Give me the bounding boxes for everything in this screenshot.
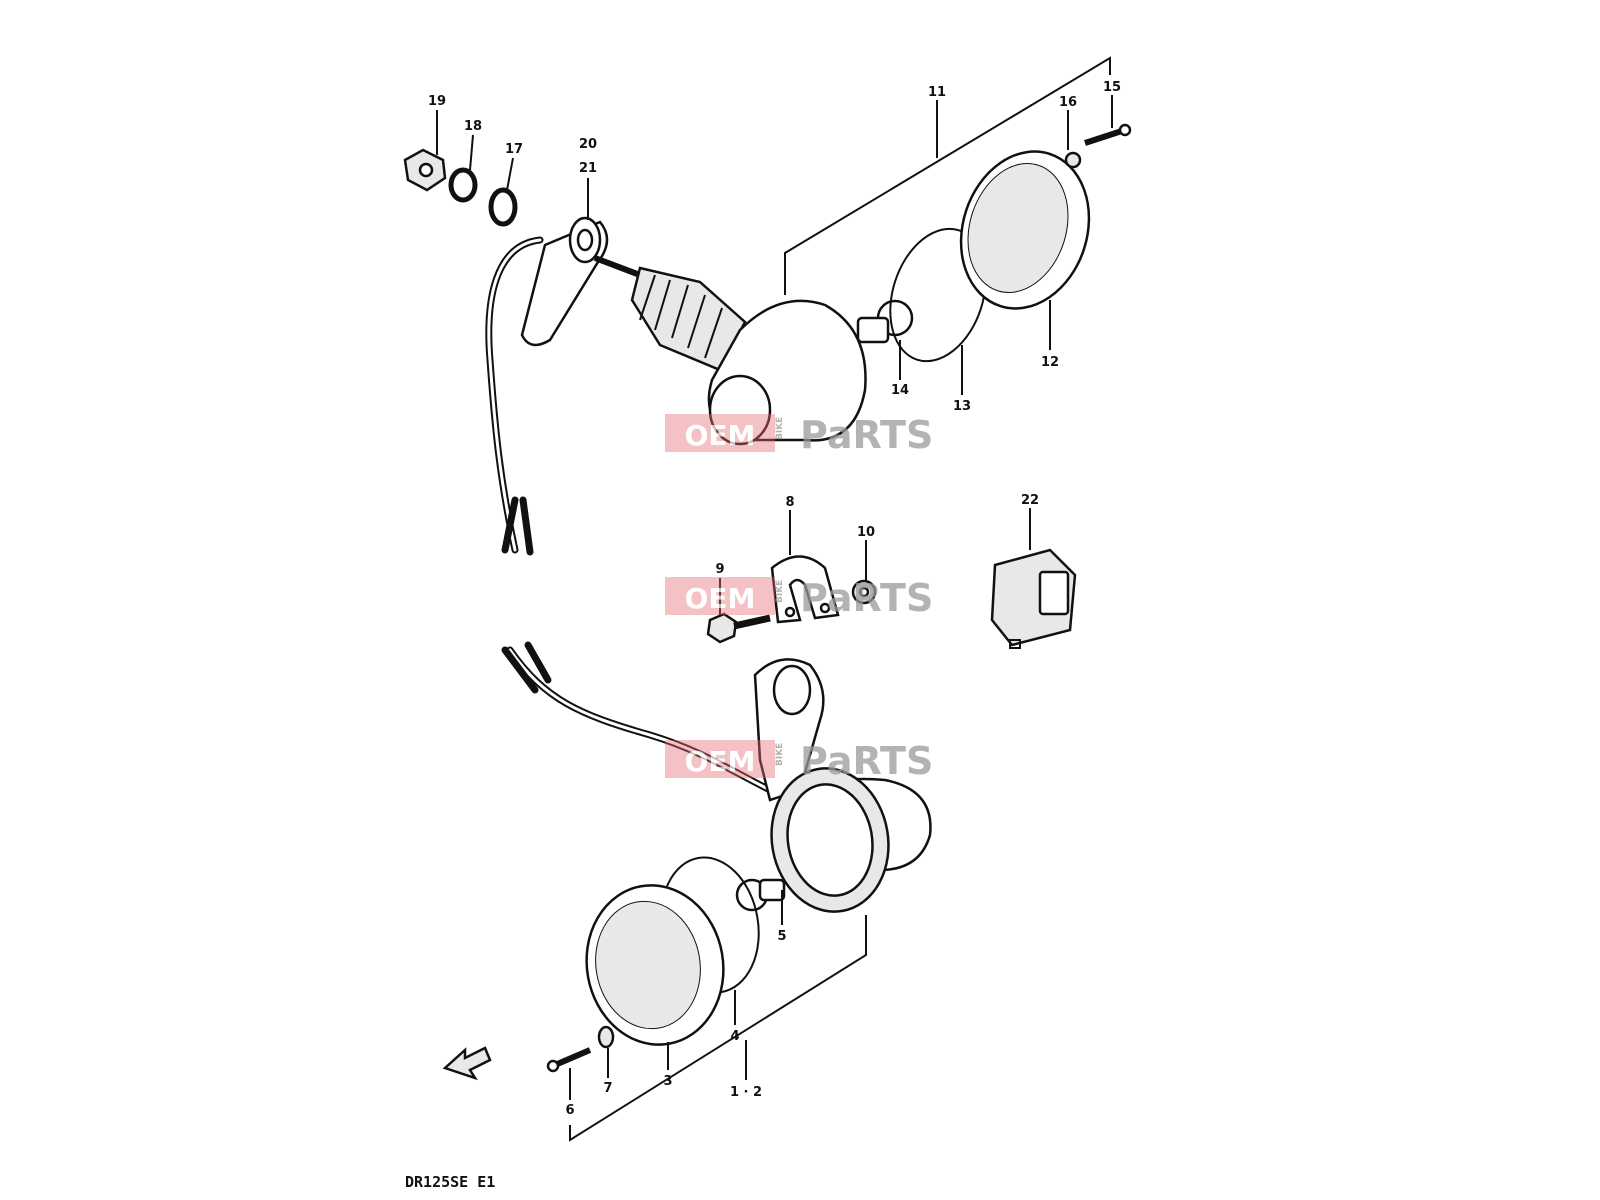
svg-text:BIKE: BIKE	[775, 417, 785, 440]
label-4: 4	[730, 1029, 739, 1044]
label-17: 17	[505, 142, 523, 157]
label-13: 13	[953, 399, 971, 414]
screw-6	[546, 1047, 592, 1073]
label-11: 11	[928, 85, 946, 100]
label-16: 16	[1059, 95, 1077, 110]
svg-text:PaRTS: PaRTS	[800, 576, 933, 620]
front-arrow-icon	[442, 1046, 492, 1081]
middle-parts	[706, 508, 1077, 649]
label-6: 6	[565, 1103, 574, 1118]
label-12: 12	[1041, 355, 1059, 370]
label-22: 22	[1021, 493, 1039, 508]
label-10: 10	[857, 525, 875, 540]
label-8: 8	[785, 495, 794, 510]
svg-text:PaRTS: PaRTS	[800, 413, 933, 457]
nut-19	[403, 148, 447, 192]
diagram-code: DR125SE E1	[405, 1173, 495, 1191]
washer-17	[488, 187, 518, 227]
relay-22	[990, 548, 1077, 649]
svg-text:BIKE: BIKE	[775, 580, 785, 603]
upper-turn-signal-assembly	[403, 123, 1132, 556]
watermark-1: OEM BIKE PaRTS	[665, 413, 933, 457]
screw-15	[1084, 123, 1132, 146]
svg-text:BIKE: BIKE	[775, 743, 785, 766]
svg-text:OEM: OEM	[685, 582, 756, 615]
label-18: 18	[464, 119, 482, 134]
watermark-2: OEM BIKE PaRTS	[665, 576, 933, 620]
label-9: 9	[715, 562, 724, 577]
label-20: 20	[579, 137, 597, 152]
bolt-9	[706, 612, 771, 644]
lens-3	[585, 884, 725, 1046]
svg-text:PaRTS: PaRTS	[800, 739, 933, 783]
label-21: 21	[579, 161, 597, 176]
label-19: 19	[428, 94, 446, 109]
watermark-3: OEM BIKE PaRTS	[665, 739, 933, 783]
label-15: 15	[1103, 80, 1121, 95]
upper-leader-lines	[436, 56, 1113, 395]
svg-text:OEM: OEM	[685, 745, 756, 778]
svg-text:OEM: OEM	[685, 419, 756, 452]
washer-7	[597, 1025, 615, 1049]
lower-turn-signal-assembly	[442, 641, 932, 1081]
lens-12	[959, 150, 1091, 310]
label-5: 5	[777, 929, 786, 944]
lockwasher-18	[448, 167, 478, 203]
label-7: 7	[603, 1081, 612, 1096]
label-1-2: 1 · 2	[730, 1085, 762, 1100]
bulb-5	[735, 878, 786, 912]
label-3: 3	[663, 1074, 672, 1089]
bulb-14	[856, 299, 914, 344]
label-14: 14	[891, 383, 909, 398]
washer-16	[1064, 151, 1082, 169]
part-labels: 19 18 17 20 21 11 16 15 14 13 12 9 8 10 …	[428, 80, 1121, 1118]
gasket-13	[889, 227, 987, 363]
lower-leader-lines	[569, 890, 867, 1142]
